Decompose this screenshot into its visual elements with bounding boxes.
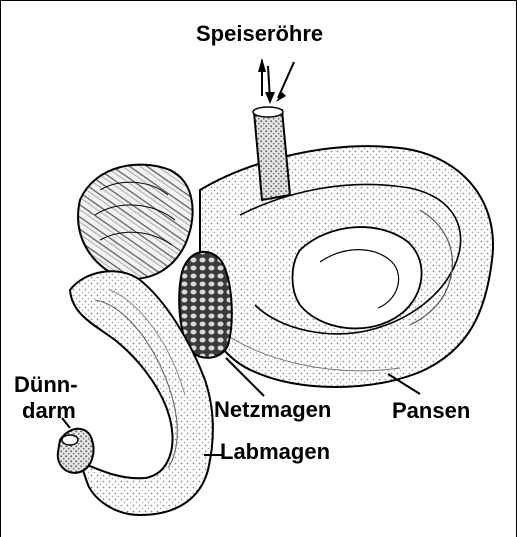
label-pansen: Pansen xyxy=(392,399,470,423)
duenndarm-shape xyxy=(58,429,94,473)
label-duenndarm-line1: Dünn- xyxy=(14,373,78,397)
label-duenndarm-line2: darm xyxy=(22,399,76,423)
label-speiseroehre: Speiseröhre xyxy=(196,22,323,46)
pansen-shape xyxy=(200,146,493,387)
label-labmagen: Labmagen xyxy=(220,440,330,464)
omasum-shape xyxy=(78,165,192,279)
label-netzmagen: Netzmagen xyxy=(214,398,331,422)
speiseroehre-arrow-right xyxy=(278,62,294,98)
